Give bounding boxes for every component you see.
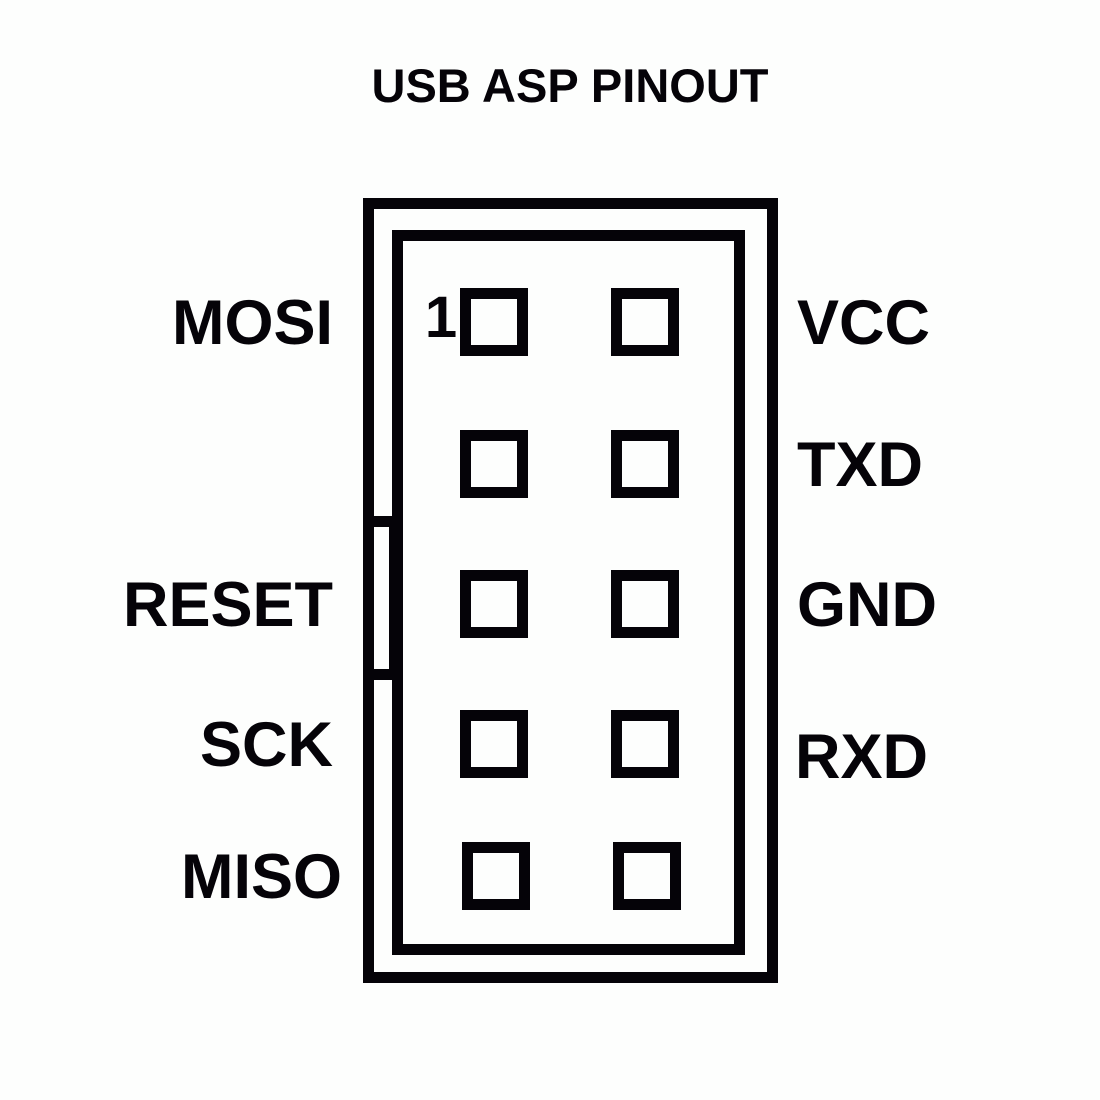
pin-left-2 <box>460 430 528 498</box>
pin-right-2 <box>611 430 679 498</box>
pin-label-txd: TXD <box>797 430 923 500</box>
pin-right-1 <box>611 288 679 356</box>
pin-grid <box>460 288 681 910</box>
pin-label-miso: MISO <box>181 842 342 912</box>
pin-label-vcc: VCC <box>797 288 930 358</box>
pin-label-sck: SCK <box>200 710 333 780</box>
pin-right-5 <box>613 842 681 910</box>
pin-labels: MOSI VCC TXD RESET GND SCK RXD MISO <box>123 288 937 912</box>
pin-right-3 <box>611 570 679 638</box>
pin-left-5 <box>462 842 530 910</box>
pin-left-4 <box>460 710 528 778</box>
pin-label-mosi: MOSI <box>172 288 333 358</box>
pin-left-3 <box>460 570 528 638</box>
connector-inner-housing <box>392 230 745 955</box>
connector-outer-housing <box>363 198 778 983</box>
pin-left-1 <box>460 288 528 356</box>
pin-right-4 <box>611 710 679 778</box>
diagram-title: USB ASP PINOUT <box>372 59 769 112</box>
connector-key-notch <box>373 516 393 680</box>
pin1-marker: 1 <box>425 285 457 350</box>
pin-label-rxd: RXD <box>795 722 928 792</box>
pin-label-gnd: GND <box>797 570 937 640</box>
pin-label-reset: RESET <box>123 570 333 640</box>
